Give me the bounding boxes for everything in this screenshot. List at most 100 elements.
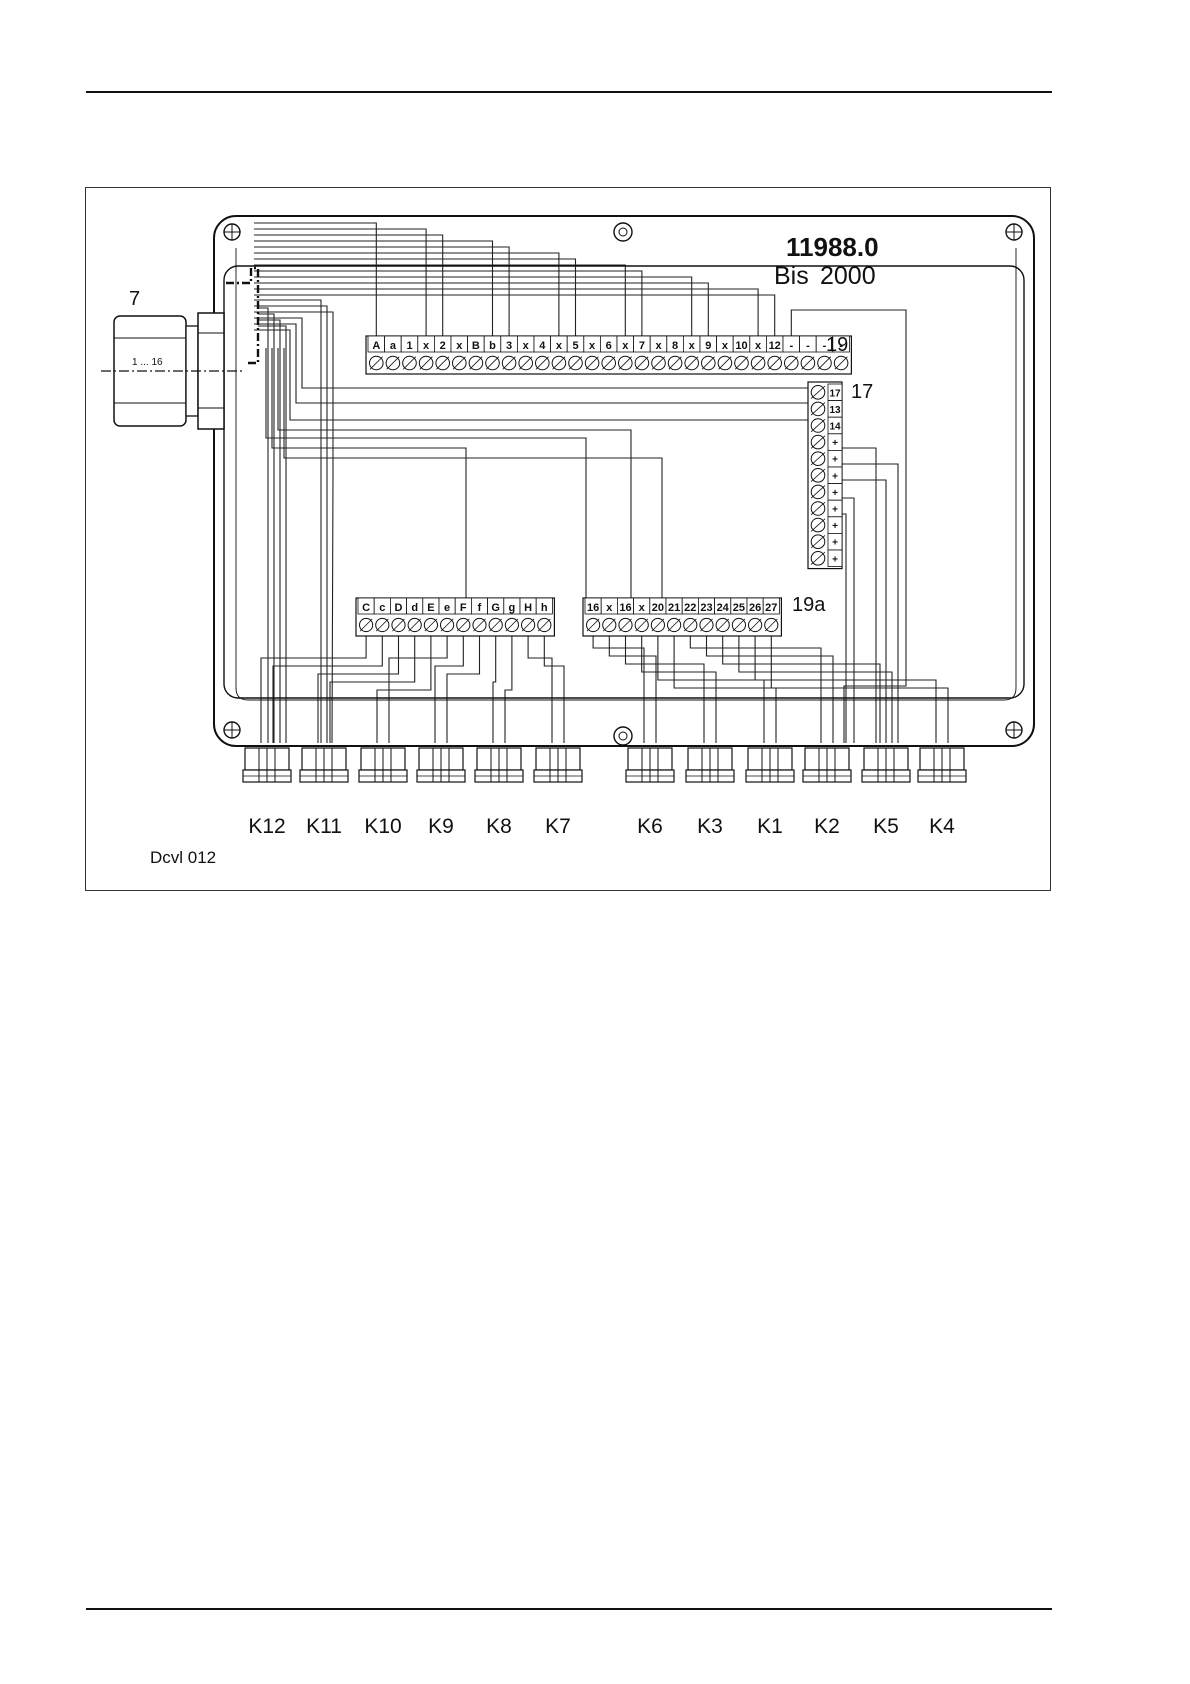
strip-19a-left-label: D bbox=[395, 602, 403, 614]
strip-19-label: 8 bbox=[672, 340, 678, 352]
gland-label: K4 bbox=[929, 815, 955, 838]
strip-19-label: A bbox=[372, 340, 380, 352]
strip-19a-left-label: C bbox=[362, 602, 370, 614]
mounting-hole-icon bbox=[224, 224, 240, 240]
gland-label: K10 bbox=[364, 815, 401, 838]
strip-19a-right-label: 26 bbox=[749, 602, 761, 614]
strip-17-label: 13 bbox=[829, 405, 841, 416]
callout-19: 19 bbox=[826, 334, 848, 356]
strip-19a-right-label: 27 bbox=[765, 602, 777, 614]
footer-rule bbox=[86, 1608, 1052, 1610]
strip-19-label: x bbox=[655, 340, 662, 352]
strip-19a-right-label: 20 bbox=[652, 602, 664, 614]
strip-19-label: 2 bbox=[440, 340, 446, 352]
header-rule bbox=[86, 91, 1052, 93]
cable-gland-icon bbox=[417, 748, 465, 782]
strip-19-label: a bbox=[390, 340, 397, 352]
cable-gland-icon bbox=[686, 748, 734, 782]
strip-19a-left-label: c bbox=[379, 602, 385, 614]
strip-19-label: b bbox=[489, 340, 496, 352]
strip-19-label: - bbox=[789, 340, 793, 352]
strip-19a-left-label: f bbox=[478, 602, 482, 614]
strip-19-label: 9 bbox=[705, 340, 711, 352]
cable-gland-icon bbox=[918, 748, 966, 782]
gland-label: K3 bbox=[697, 815, 723, 838]
gland-label: K12 bbox=[248, 815, 285, 838]
validity-prefix: Bis bbox=[774, 262, 809, 290]
strip-19a-left-label: H bbox=[524, 602, 532, 614]
strip-19a-left-label: d bbox=[411, 602, 418, 614]
mounting-hole-icon bbox=[1006, 722, 1022, 738]
validity-year: 2000 bbox=[820, 262, 876, 290]
cable-gland-icon bbox=[626, 748, 674, 782]
strip-19-label: 12 bbox=[769, 340, 781, 352]
strip-17-label: + bbox=[832, 554, 838, 565]
strip-19a-right-label: 23 bbox=[700, 602, 712, 614]
cable-gland-icon bbox=[243, 748, 291, 782]
strip-19-label: 5 bbox=[572, 340, 578, 352]
cable-gland-icon bbox=[862, 748, 910, 782]
strip-19-label: 7 bbox=[639, 340, 645, 352]
strip-19a-left-label: F bbox=[460, 602, 467, 614]
strip-19a-left-label: h bbox=[541, 602, 548, 614]
wiring-lines bbox=[254, 223, 948, 743]
strip-19a-left-label: e bbox=[444, 602, 450, 614]
strip-19-label: x bbox=[722, 340, 729, 352]
figure-code: Dcvl 012 bbox=[150, 848, 216, 867]
cable-gland-icon bbox=[475, 748, 523, 782]
gland-label: K5 bbox=[873, 815, 899, 838]
gland-label: K9 bbox=[428, 815, 454, 838]
strip-19-label: B bbox=[472, 340, 480, 352]
strip-17-label: + bbox=[832, 438, 838, 449]
callout-17: 17 bbox=[851, 381, 873, 403]
strip-19-label: 1 bbox=[406, 340, 412, 352]
strip-19a-right-label: 24 bbox=[717, 602, 730, 614]
strip-17-label: + bbox=[832, 505, 838, 516]
strip-17-label: + bbox=[832, 488, 838, 499]
strip-19-label: 10 bbox=[735, 340, 747, 352]
cover-screw-icon bbox=[614, 223, 632, 241]
gland-label: K6 bbox=[637, 815, 663, 838]
gland-label: K7 bbox=[545, 815, 571, 838]
strip-17-label: 14 bbox=[829, 422, 841, 433]
strip-19-label: x bbox=[622, 340, 629, 352]
strip-19-label: x bbox=[523, 340, 530, 352]
cable-gland-icon bbox=[746, 748, 794, 782]
strip-19a-right-label: x bbox=[639, 602, 646, 614]
strip-17-label: 17 bbox=[829, 388, 841, 399]
strip-19-label: 6 bbox=[606, 340, 612, 352]
strip-19a-right-label: 21 bbox=[668, 602, 680, 614]
strip-19-label: x bbox=[556, 340, 563, 352]
callout-7: 7 bbox=[129, 288, 140, 310]
strip-19-label: x bbox=[689, 340, 696, 352]
cable-core-range: 1 ... 16 bbox=[132, 357, 163, 368]
cable-gland-icon bbox=[359, 748, 407, 782]
strip-17-label: + bbox=[832, 538, 838, 549]
strip-19-label: x bbox=[423, 340, 430, 352]
cable-gland-icon bbox=[803, 748, 851, 782]
strip-19-label: x bbox=[456, 340, 463, 352]
strip-19-label: 3 bbox=[506, 340, 512, 352]
gland-label: K2 bbox=[814, 815, 840, 838]
mounting-hole-icon bbox=[1006, 224, 1022, 240]
gland-label: K1 bbox=[757, 815, 783, 838]
strip-19a-right-label: 16 bbox=[587, 602, 599, 614]
cable-gland-icon bbox=[534, 748, 582, 782]
strip-19-label: 4 bbox=[539, 340, 546, 352]
cable-gland-icon bbox=[300, 748, 348, 782]
part-number: 11988.0 bbox=[786, 232, 879, 262]
strip-19a-left-label: g bbox=[509, 602, 516, 614]
strip-17-label: + bbox=[832, 471, 838, 482]
strip-19-label: - bbox=[806, 340, 810, 352]
strip-19a-left-label: E bbox=[427, 602, 434, 614]
strip-17-label: + bbox=[832, 455, 838, 466]
gland-label: K11 bbox=[306, 815, 342, 838]
callout-19a: 19a bbox=[792, 594, 826, 616]
